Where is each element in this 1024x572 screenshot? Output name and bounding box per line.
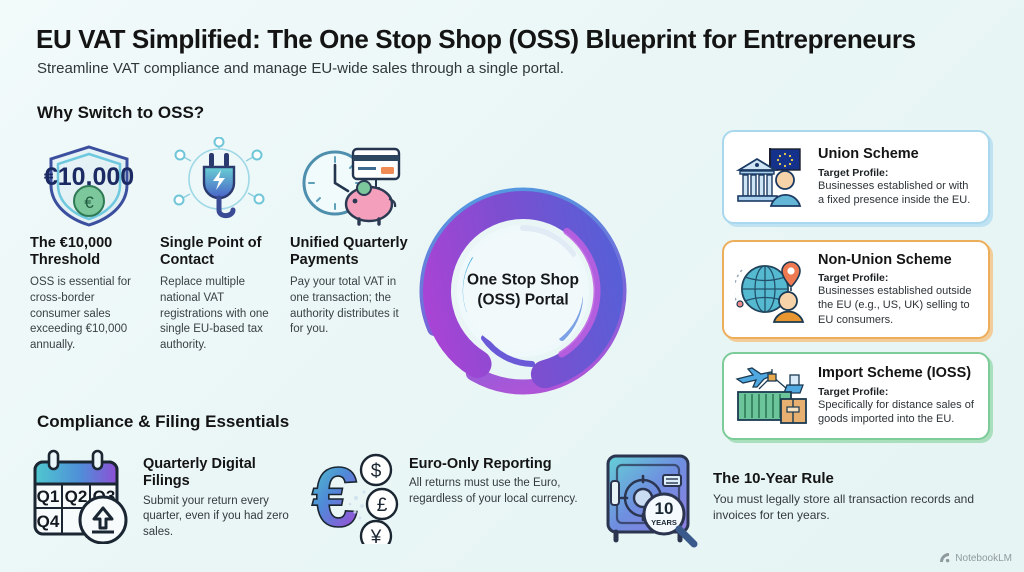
- benefit-threshold: €10,000 € The €10,000 Threshold OSS is e…: [30, 135, 148, 354]
- calendar-quarters-upload-icon: Q1 Q2 Q3 Q4: [30, 448, 134, 549]
- compliance-ten-year-rule: 10 YEARS The 10-Year Rule You must legal…: [600, 448, 1000, 553]
- notebooklm-icon: [940, 553, 950, 563]
- watermark: NotebookLM: [939, 552, 1012, 564]
- globe-pin-person-icon: [734, 256, 810, 324]
- benefit-description: OSS is essential for cross-border consum…: [30, 275, 131, 352]
- oss-portal-ring: [419, 187, 627, 395]
- scheme-target-label: Target Profile:: [818, 385, 889, 398]
- compliance-description: Submit your return every quarter, even i…: [143, 494, 289, 538]
- scheme-title: Import Scheme (IOSS): [818, 365, 972, 382]
- svg-text:€: €: [312, 450, 359, 544]
- benefit-unified-payments: Unified Quarterly Payments Pay your tota…: [290, 135, 408, 338]
- page-subtitle: Streamline VAT compliance and manage EU-…: [37, 60, 564, 77]
- currency-usd: $: [371, 461, 382, 482]
- safe-vault-magnifier-icon: 10 YEARS: [600, 448, 704, 553]
- scheme-target-label: Target Profile:: [818, 166, 889, 179]
- benefit-heading: The €10,000 Threshold: [30, 235, 113, 269]
- quarter-q1: Q1: [37, 487, 60, 506]
- compliance-description: All returns must use the Euro, regardles…: [409, 477, 578, 505]
- safe-badge-label: YEARS: [651, 518, 677, 527]
- shield-threshold-icon: €10,000 €: [30, 135, 148, 231]
- scheme-card-import[interactable]: Import Scheme (IOSS) Target Profile: Spe…: [722, 352, 990, 440]
- scheme-description: Specifically for distance sales of goods…: [818, 398, 974, 426]
- currency-gbp: £: [377, 495, 388, 516]
- scheme-description: Businesses established or with a fixed p…: [818, 179, 971, 207]
- quarter-q4: Q4: [37, 512, 60, 531]
- safe-badge-number: 10: [655, 499, 674, 518]
- oss-portal-hub: One Stop Shop (OSS) Portal: [404, 172, 642, 410]
- benefit-single-point: Single Point of Contact Replace multiple…: [160, 135, 278, 354]
- compliance-euro-reporting: € $ £ ¥ Euro-Only Reporting All returns …: [300, 448, 590, 553]
- hub-label: One Stop Shop (OSS) Portal: [467, 271, 579, 309]
- clock-piggybank-card-icon: [290, 135, 408, 231]
- compliance-description: You must legally store all transaction r…: [713, 492, 975, 523]
- scheme-title: Union Scheme: [818, 146, 919, 163]
- plug-network-icon: [160, 135, 278, 231]
- plane-ship-container-icon: [734, 362, 810, 430]
- scheme-title: Non-Union Scheme: [818, 251, 952, 268]
- scheme-card-union[interactable]: Union Scheme Target Profile: Businesses …: [722, 130, 990, 224]
- compliance-heading: The 10-Year Rule: [713, 470, 834, 487]
- scheme-target-label: Target Profile:: [818, 271, 889, 284]
- watermark-label: NotebookLM: [955, 552, 1012, 564]
- compliance-quarterly-filings: Q1 Q2 Q3 Q4 Quarterly Digital Filings Su…: [30, 448, 290, 549]
- euro-currency-conversion-icon: € $ £ ¥: [300, 448, 400, 553]
- scheme-card-non-union[interactable]: Non-Union Scheme Target Profile: Busines…: [722, 240, 990, 339]
- currency-jpy: ¥: [370, 527, 382, 544]
- page-title: EU VAT Simplified: The One Stop Shop (OS…: [36, 24, 916, 54]
- benefit-heading: Single Point of Contact: [160, 235, 262, 269]
- benefit-description: Pay your total VAT in one transaction; t…: [290, 275, 399, 336]
- compliance-heading: Euro-Only Reporting: [409, 456, 552, 472]
- compliance-heading: Quarterly Digital Filings: [143, 456, 256, 490]
- section-heading-why: Why Switch to OSS?: [37, 103, 205, 122]
- benefit-description: Replace multiple national VAT registrati…: [160, 275, 269, 352]
- svg-text:€: €: [84, 193, 94, 212]
- scheme-description: Businesses established outside the EU (e…: [818, 284, 972, 326]
- bank-eu-flag-person-icon: [734, 143, 810, 211]
- benefit-heading: Unified Quarterly Payments: [290, 235, 408, 269]
- quarter-q2: Q2: [65, 487, 88, 506]
- section-heading-compliance: Compliance & Filing Essentials: [37, 412, 290, 431]
